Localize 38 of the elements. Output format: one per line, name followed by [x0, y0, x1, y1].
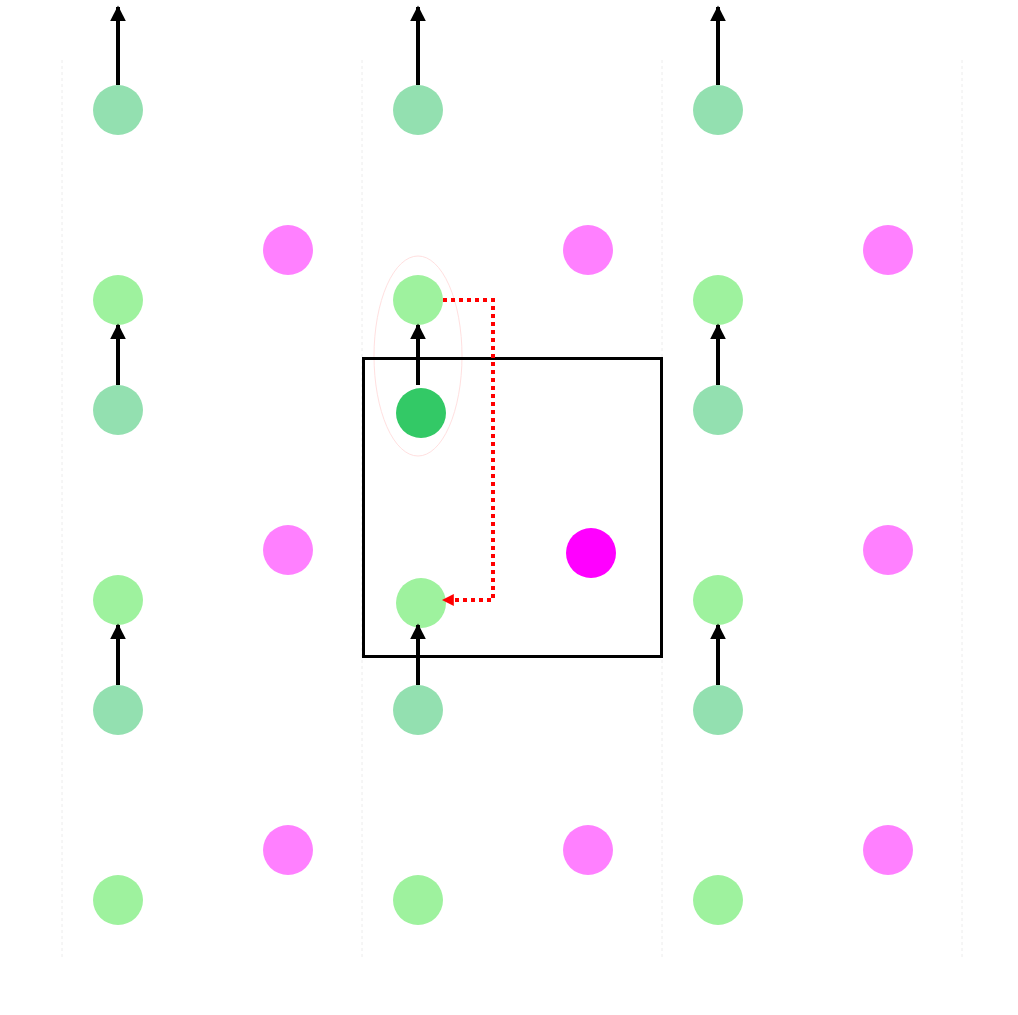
atom-dot	[563, 825, 613, 875]
arrow	[710, 5, 726, 85]
atom-dot	[93, 385, 143, 435]
atom-dot	[863, 825, 913, 875]
arrow	[110, 623, 126, 685]
atom-dot	[693, 875, 743, 925]
atom-dot	[396, 578, 446, 628]
atom-dot	[693, 385, 743, 435]
atom-dot	[563, 225, 613, 275]
arrow	[110, 323, 126, 385]
atom-dot	[693, 575, 743, 625]
arrow	[110, 5, 126, 85]
atom-dot	[393, 275, 443, 325]
atom-dot	[566, 528, 616, 578]
arrow	[410, 623, 426, 685]
atom-dot	[93, 875, 143, 925]
atom-dot	[393, 875, 443, 925]
atom-dot	[93, 685, 143, 735]
arrow	[410, 5, 426, 85]
atom-dot	[863, 225, 913, 275]
atom-dot	[863, 525, 913, 575]
arrow	[410, 323, 426, 385]
unit-cell-box	[362, 357, 663, 658]
atom-dot	[693, 685, 743, 735]
atom-dot	[396, 388, 446, 438]
arrow	[441, 298, 495, 606]
atom-dot	[263, 825, 313, 875]
atom-dot	[93, 575, 143, 625]
atom-dot	[693, 85, 743, 135]
atom-dot	[263, 525, 313, 575]
arrow	[710, 623, 726, 685]
atom-dot	[263, 225, 313, 275]
atom-dot	[93, 275, 143, 325]
arrow	[710, 323, 726, 385]
atom-dot	[393, 685, 443, 735]
atom-dot	[93, 85, 143, 135]
atom-dot	[393, 85, 443, 135]
atom-dot	[693, 275, 743, 325]
